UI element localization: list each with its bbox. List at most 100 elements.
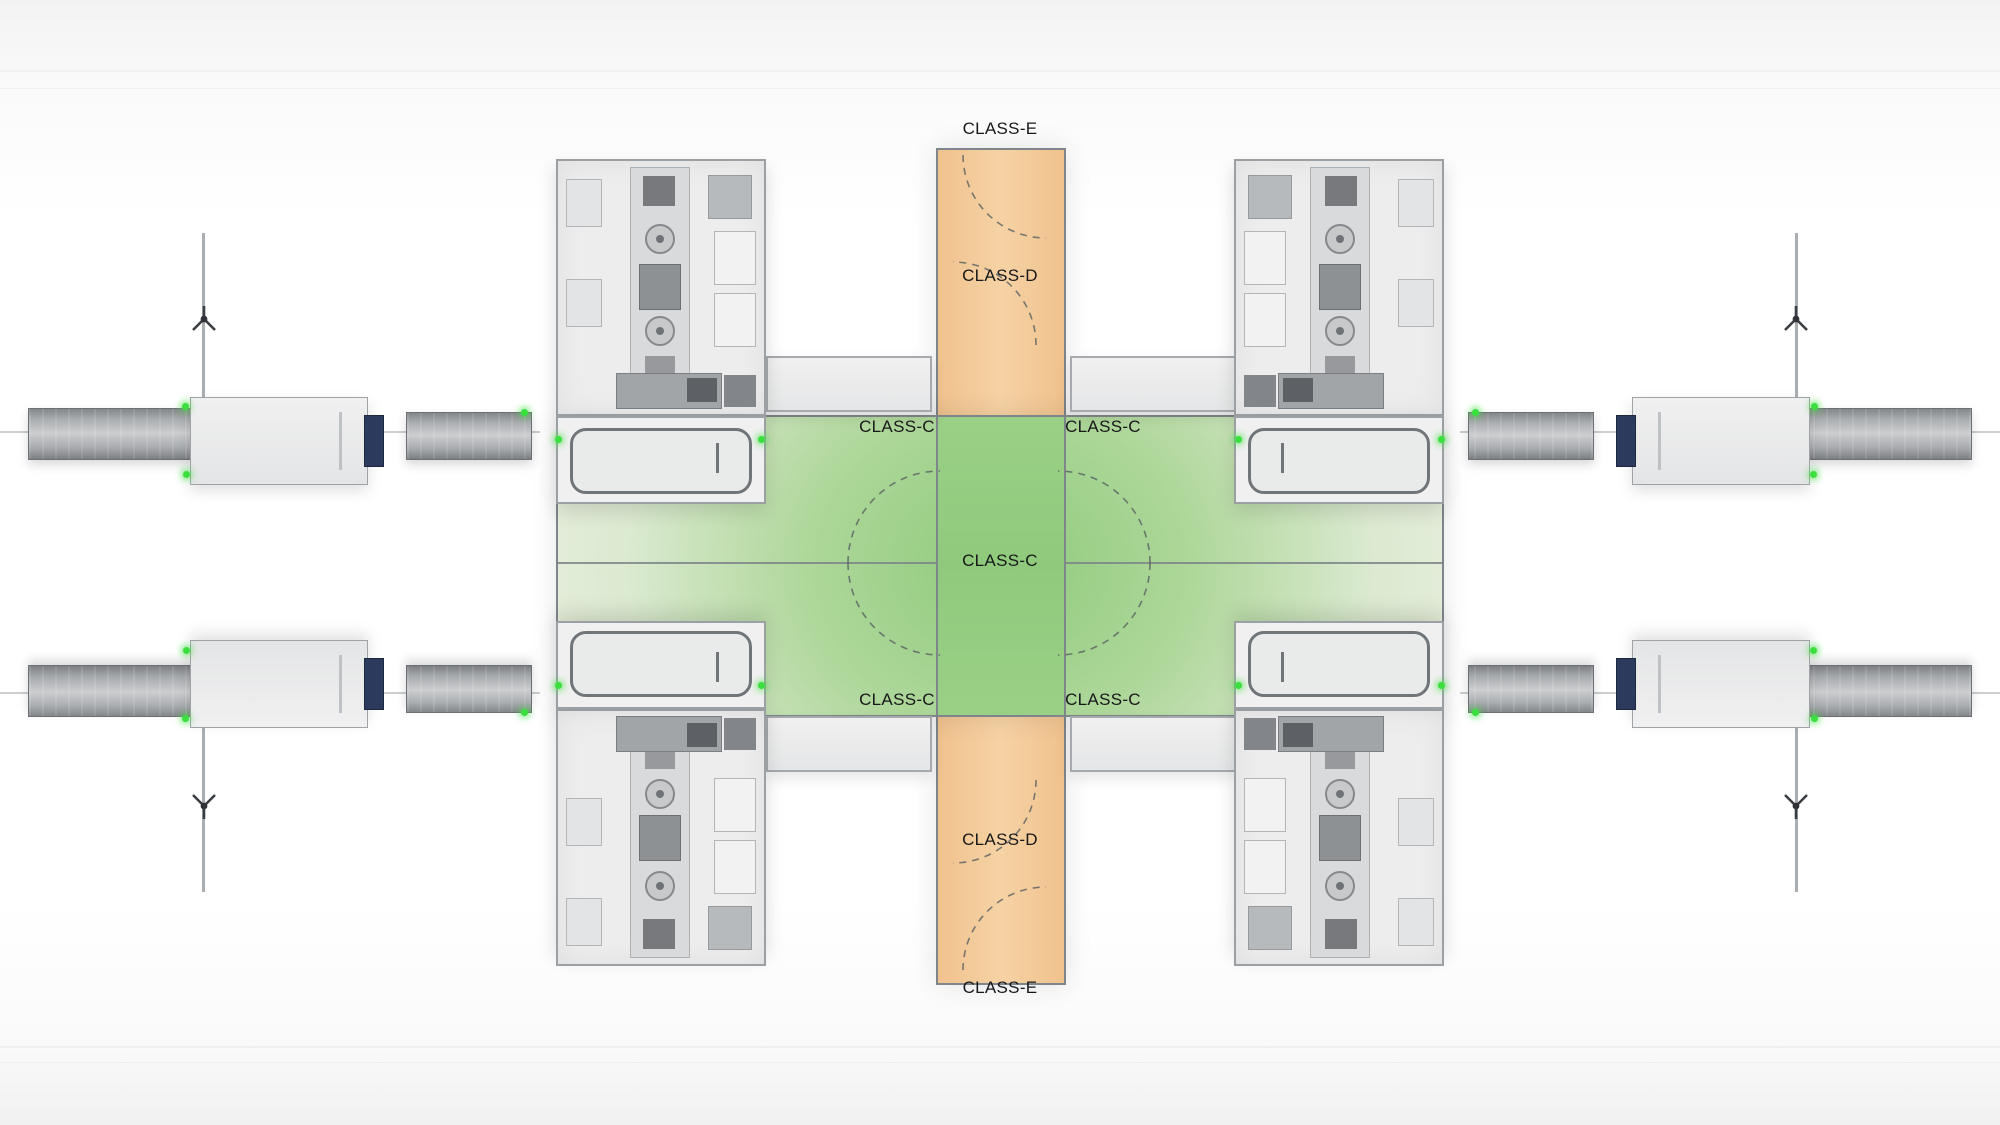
- status-led: [1438, 436, 1445, 443]
- process-machine-module-top-left: [555, 159, 766, 504]
- robot-joint: [645, 316, 675, 346]
- equipment-block: [724, 375, 756, 407]
- internal-conveyor: [616, 373, 722, 409]
- conveyor-line-right-top: [1460, 233, 2000, 503]
- robot-arm-block: [1319, 264, 1361, 310]
- isolator-chamber: [1234, 709, 1444, 966]
- zone-label-class-e-bottom: CLASS-E: [962, 978, 1038, 997]
- infeed-conveyor: [1805, 665, 1972, 717]
- infeed-conveyor: [1805, 408, 1972, 460]
- status-led: [183, 471, 190, 478]
- robot-joint: [1325, 224, 1355, 254]
- robot-joint: [1325, 316, 1355, 346]
- robot-carriage: [1325, 919, 1357, 949]
- robot-arm-block: [639, 264, 681, 310]
- status-led: [1235, 682, 1242, 689]
- airlock-chamber: [1234, 416, 1445, 504]
- process-machine-module-bottom-right: [1234, 621, 1445, 966]
- status-led: [1811, 403, 1818, 410]
- side-panel: [714, 293, 756, 347]
- airlock-connector-bottom-right: [1070, 716, 1236, 772]
- sensor-tripod-icon: [1782, 305, 1810, 333]
- equipment-block: [708, 906, 752, 950]
- side-panel: [566, 179, 602, 227]
- transfer-station: [1632, 640, 1810, 728]
- equipment-block: [1244, 718, 1276, 750]
- equipment-block: [1248, 175, 1292, 219]
- side-panel: [714, 778, 756, 832]
- conveyor-line-left-top: [0, 233, 540, 503]
- side-panel: [1244, 231, 1286, 285]
- infeed-conveyor: [28, 408, 195, 460]
- status-led: [182, 715, 189, 722]
- zone-label-class-d-bottom: CLASS-D: [962, 830, 1038, 849]
- isolator-chamber: [556, 709, 766, 966]
- status-led: [758, 436, 765, 443]
- robot-rail: [630, 716, 690, 958]
- equipment-block: [708, 175, 752, 219]
- station-slot: [1658, 655, 1661, 713]
- side-panel: [1244, 840, 1286, 894]
- zone-label-class-c-bottom-right: CLASS-C: [1065, 690, 1141, 709]
- airlock-chamber: [555, 416, 766, 504]
- robot-carriage: [643, 176, 675, 206]
- docking-coupler: [364, 415, 384, 467]
- zone-label-class-c-top-right: CLASS-C: [1065, 417, 1141, 436]
- status-led: [555, 436, 562, 443]
- side-panel: [714, 231, 756, 285]
- airlock-connector-top-right: [1070, 356, 1236, 412]
- link-conveyor: [1468, 412, 1594, 460]
- robot-joint: [645, 779, 675, 809]
- status-led: [1810, 647, 1817, 654]
- status-led: [521, 409, 528, 416]
- conveyor-line-right-bottom: [1460, 622, 2000, 892]
- transfer-vessel: [1248, 428, 1430, 494]
- vessel-latch: [716, 443, 719, 473]
- transfer-vessel: [1248, 631, 1430, 697]
- docking-coupler: [1616, 415, 1636, 467]
- vessel-latch: [1281, 652, 1284, 682]
- transfer-station: [190, 397, 368, 485]
- isolator-chamber: [556, 159, 766, 416]
- robot-rail: [1310, 716, 1370, 958]
- robot-carriage: [1325, 176, 1357, 206]
- airlock-chamber: [1234, 621, 1445, 709]
- process-machine-module-top-right: [1234, 159, 1445, 504]
- transfer-station: [1632, 397, 1810, 485]
- station-slot: [339, 412, 342, 470]
- zone-label-class-c-center: CLASS-C: [962, 551, 1038, 570]
- link-conveyor: [1468, 665, 1594, 713]
- status-led: [555, 682, 562, 689]
- link-conveyor: [406, 665, 532, 713]
- internal-conveyor: [1278, 373, 1384, 409]
- robot-joint: [645, 224, 675, 254]
- status-led: [1472, 409, 1479, 416]
- sensor-tripod-icon: [190, 792, 218, 820]
- robot-arm-block: [1319, 815, 1361, 861]
- zone-label-class-d-top: CLASS-D: [962, 266, 1038, 285]
- side-panel: [1398, 898, 1434, 946]
- process-machine-module-bottom-left: [555, 621, 766, 966]
- conveyor-line-left-bottom: [0, 622, 540, 892]
- side-panel: [1398, 179, 1434, 227]
- side-panel: [1398, 279, 1434, 327]
- zone-label-class-c-top-left: CLASS-C: [859, 417, 935, 436]
- zone-divider-wall-right: [1062, 562, 1442, 564]
- status-led: [521, 709, 528, 716]
- equipment-block: [1244, 375, 1276, 407]
- robot-arm-block: [639, 815, 681, 861]
- sensor-tripod-icon: [1782, 792, 1810, 820]
- side-panel: [566, 279, 602, 327]
- side-panel: [566, 798, 602, 846]
- robot-joint: [1325, 871, 1355, 901]
- infeed-conveyor: [28, 665, 195, 717]
- status-led: [183, 647, 190, 654]
- robot-joint: [1325, 779, 1355, 809]
- docking-coupler: [1616, 658, 1636, 710]
- docking-coupler: [364, 658, 384, 710]
- station-slot: [339, 655, 342, 713]
- vessel-latch: [1281, 443, 1284, 473]
- zone-divider-wall-left: [558, 562, 936, 564]
